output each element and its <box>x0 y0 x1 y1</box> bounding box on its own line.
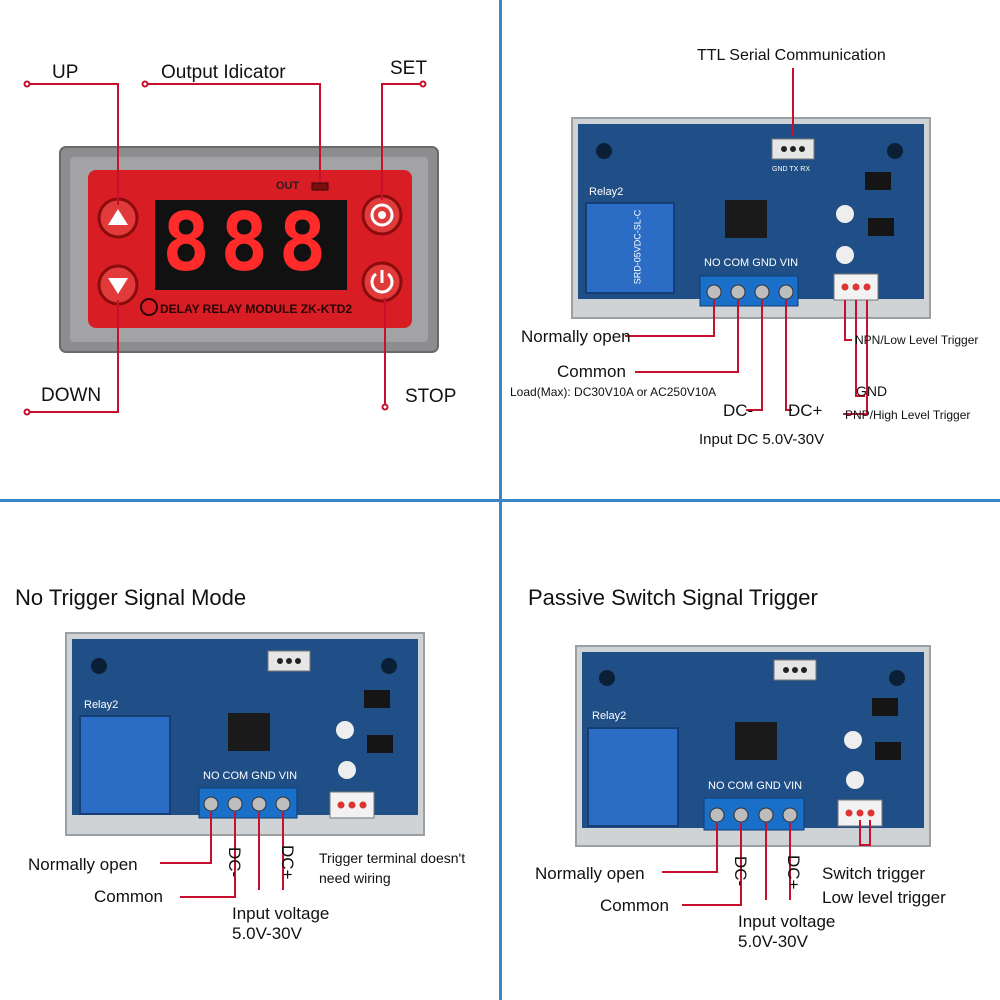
npn-label: NPN/Low Level Trigger <box>855 333 979 347</box>
terminal-labels: NO COM GND VIN <box>708 780 803 792</box>
no-trigger-callout-lines <box>160 812 284 898</box>
board-callout-lines <box>625 68 868 415</box>
no-trigger-title: No Trigger Signal Mode <box>15 585 247 610</box>
callout-stop: STOP <box>405 386 457 407</box>
callout-down: DOWN <box>41 385 102 406</box>
header-text: GND TX RX <box>772 166 810 173</box>
normally-open-label: Normally open <box>521 327 631 346</box>
relay-label: Relay2 <box>589 186 624 198</box>
voltage-range-label: 5.0V-30V <box>232 924 302 943</box>
relay-label: Relay2 <box>592 710 627 722</box>
out-led <box>311 182 329 191</box>
callout-up: UP <box>52 62 79 83</box>
brand-logo-icon <box>140 298 158 316</box>
passive-switch-title: Passive Switch Signal Trigger <box>528 585 818 610</box>
trigger-note-line-1: Trigger terminal doesn't <box>319 850 466 866</box>
ic-chip <box>228 713 270 751</box>
trigger-note-line-2: need wiring <box>319 870 391 886</box>
passive-switch-board-drawing <box>575 645 931 906</box>
display-window <box>155 200 347 290</box>
ic-chip <box>735 722 777 760</box>
normally-open-label: Normally open <box>28 855 138 874</box>
input-voltage-label: Input voltage <box>232 904 330 923</box>
dc-plus-label: DC+ <box>788 401 823 420</box>
front-panel-quadrant: 888 OUT DELAY RELAY MODULE ZK-KTD2 UP Ou… <box>0 0 500 500</box>
module-name: DELAY RELAY MODULE ZK-KTD2 <box>160 302 353 316</box>
passive-switch-callout-lines <box>662 820 871 906</box>
dc-minus-label: DC- <box>723 401 754 420</box>
voltage-range-label: 5.0V-30V <box>738 932 808 951</box>
common-label: Common <box>557 362 626 381</box>
relay-text: SRD-05VDC-SL-C <box>632 209 643 285</box>
ic-chip <box>725 200 767 238</box>
terminal-labels: NO COM GND VIN <box>704 257 799 269</box>
board-wiring-quadrant: Relay2 GND TX RX NO COM GND VIN SRD-05VD… <box>500 0 1000 500</box>
dc-plus-label: DC+ <box>278 845 297 880</box>
callout-set: SET <box>390 58 427 79</box>
dc-minus-label: DC- <box>731 856 750 887</box>
common-label: Common <box>94 887 163 906</box>
front-panel-drawing <box>23 80 439 416</box>
relay-component <box>585 202 675 294</box>
display-digits: 888 <box>162 196 337 289</box>
common-label: Common <box>600 896 669 915</box>
set-button <box>361 194 403 236</box>
front-callout-lines <box>23 80 427 416</box>
no-trigger-board-drawing <box>65 632 425 898</box>
relay-component <box>79 715 171 815</box>
pnp-label: PNP/High Level Trigger <box>845 408 971 422</box>
stop-button <box>361 261 403 303</box>
dc-plus-label: DC+ <box>784 855 803 890</box>
load-max-label: Load(Max): DC30V10A or AC250V10A <box>510 385 717 399</box>
gnd-label: GND <box>856 383 888 399</box>
input-voltage-label: Input voltage <box>738 912 836 931</box>
input-dc-label: Input DC 5.0V-30V <box>699 431 825 448</box>
low-level-trigger-label: Low level trigger <box>822 888 946 907</box>
relay-component <box>587 727 679 827</box>
no-trigger-quadrant: No Trigger Signal Mode Relay2 NO COM GND… <box>0 500 500 1000</box>
passive-switch-quadrant: Passive Switch Signal Trigger Relay2 NO … <box>500 500 1000 1000</box>
board-drawing <box>571 68 931 415</box>
normally-open-label: Normally open <box>535 864 645 883</box>
terminal-labels: NO COM GND VIN <box>203 770 298 782</box>
out-label: OUT <box>276 180 300 192</box>
down-button <box>97 264 139 306</box>
dc-minus-label: DC- <box>225 847 244 878</box>
relay-label: Relay2 <box>84 699 119 711</box>
horizontal-divider <box>0 499 1000 502</box>
switch-trigger-label: Switch trigger <box>822 864 925 883</box>
callout-output-indicator: Output Idicator <box>161 62 286 83</box>
ttl-label: TTL Serial Communication <box>697 47 886 64</box>
